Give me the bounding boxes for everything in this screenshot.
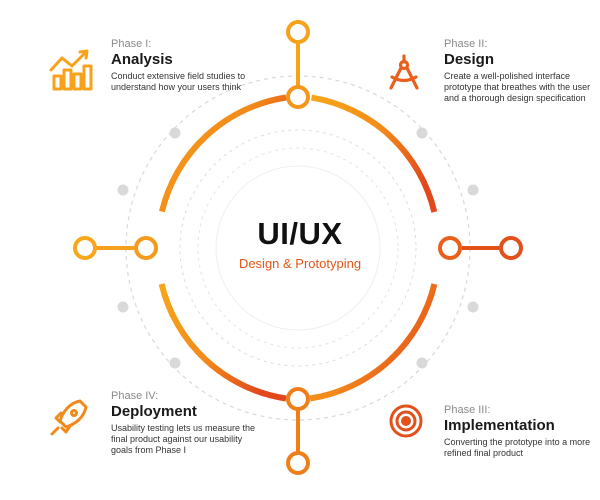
phase-title: Design bbox=[444, 51, 495, 68]
phase-title: Deployment bbox=[111, 403, 197, 420]
node-left bbox=[134, 236, 158, 260]
phase-deployment: Phase IV: Deployment Usability testing l… bbox=[111, 390, 261, 456]
phase-number: Phase I: bbox=[111, 38, 152, 50]
phase-title: Analysis bbox=[111, 51, 173, 68]
spokes bbox=[96, 42, 500, 452]
phase-analysis: Phase I: Analysis Conduct extensive fiel… bbox=[111, 38, 261, 93]
phase-description: Converting the prototype into a more ref… bbox=[444, 437, 591, 458]
terminal-nodes bbox=[73, 20, 523, 475]
phase-description: Conduct extensive field studies to under… bbox=[111, 71, 246, 92]
inner-thin-ring bbox=[215, 165, 381, 331]
phase-description: Create a well-polished interface prototy… bbox=[444, 71, 591, 103]
terminal-left bbox=[73, 236, 97, 260]
phase-number: Phase III: bbox=[444, 404, 491, 416]
ring-nodes bbox=[134, 85, 462, 411]
terminal-top bbox=[286, 20, 310, 44]
phase-description: Usability testing lets us measure the fi… bbox=[111, 423, 256, 455]
gray-dots bbox=[117, 127, 479, 369]
inner-dashed-ring bbox=[179, 129, 417, 367]
center-title: UI/UX bbox=[257, 216, 343, 251]
center-subtitle: Design & Prototyping bbox=[238, 256, 362, 271]
main-orange-ring bbox=[158, 94, 438, 402]
bar-chart-trend-icon bbox=[49, 49, 93, 91]
phase-number: Phase II: bbox=[444, 38, 488, 50]
phase-implementation: Phase III: Implementation Converting the… bbox=[444, 404, 594, 459]
phase-number: Phase IV: bbox=[111, 390, 159, 402]
node-right bbox=[438, 236, 462, 260]
node-bottom bbox=[286, 387, 310, 411]
phase-design: Phase II: Design Create a well-polished … bbox=[444, 38, 594, 104]
rocket-icon bbox=[50, 399, 88, 436]
phase-title: Implementation bbox=[444, 417, 555, 434]
inner-dashed-ring-2 bbox=[197, 147, 399, 349]
terminal-bottom bbox=[286, 451, 310, 475]
drafting-compass-icon bbox=[389, 54, 419, 90]
terminal-right bbox=[499, 236, 523, 260]
node-top bbox=[286, 85, 310, 109]
target-icon bbox=[389, 404, 423, 438]
